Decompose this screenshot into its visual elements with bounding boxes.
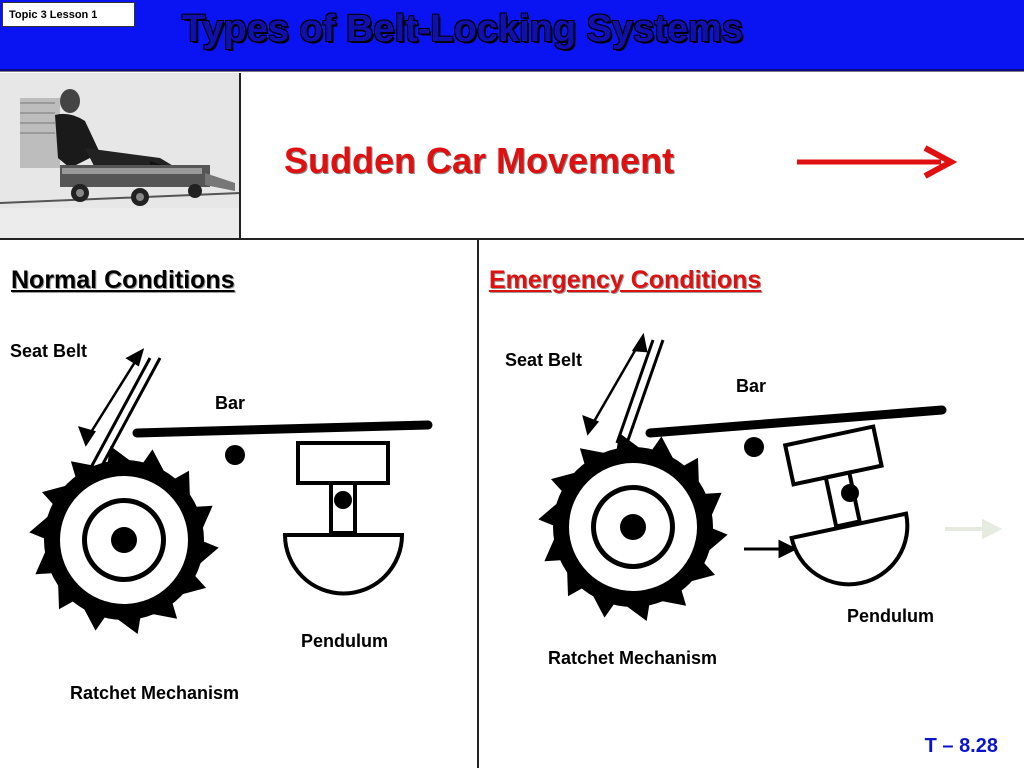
emergency-seat-belt-label: Seat Belt (505, 350, 583, 370)
photo-divider (239, 73, 241, 239)
emergency-pendulum-label: Pendulum (847, 606, 935, 626)
section-divider-vertical (477, 239, 479, 768)
topic-label: Topic 3 Lesson 1 (2, 2, 135, 27)
normal-mechanism-diagram (29, 348, 433, 635)
emergency-bar (645, 405, 947, 438)
header-divider (0, 71, 1024, 72)
page-number: T – 8.28 (924, 735, 998, 757)
normal-bar-label: Bar (215, 393, 246, 413)
emergency-pivot (744, 437, 764, 457)
normal-ratchet-label: Ratchet Mechanism (70, 683, 240, 703)
emergency-ratchet-label: Ratchet Mechanism (548, 648, 718, 668)
section-divider-horizontal (0, 238, 1024, 240)
right-arrow-icon (797, 145, 958, 179)
motion-arrow-icon (744, 539, 798, 559)
normal-belt-arrow (77, 348, 145, 447)
normal-conditions-title: Normal Conditions (11, 266, 235, 294)
emergency-seat-belt (615, 339, 665, 444)
normal-bar (132, 420, 433, 438)
emergency-ratchet-wheel (538, 432, 728, 622)
emergency-conditions-title: Emergency Conditions (489, 266, 762, 294)
emergency-bar-label: Bar (736, 376, 767, 396)
emergency-belt-arrow (582, 332, 648, 436)
emergency-mechanism-diagram (538, 332, 1003, 622)
normal-pivot (225, 445, 245, 465)
normal-pendulum (282, 441, 405, 596)
normal-seat-belt-label: Seat Belt (10, 341, 88, 361)
crash-test-photo (0, 73, 241, 239)
normal-seat-belt (86, 357, 162, 474)
header-bar (0, 0, 1024, 71)
normal-ratchet-wheel (29, 445, 219, 635)
normal-pendulum-label: Pendulum (301, 631, 389, 651)
emergency-pendulum (782, 424, 910, 587)
banner-text: Sudden Car Movement (284, 140, 675, 181)
faint-arrow-icon (945, 518, 1003, 540)
page-title: Types of Belt-Locking Systems (182, 8, 743, 50)
